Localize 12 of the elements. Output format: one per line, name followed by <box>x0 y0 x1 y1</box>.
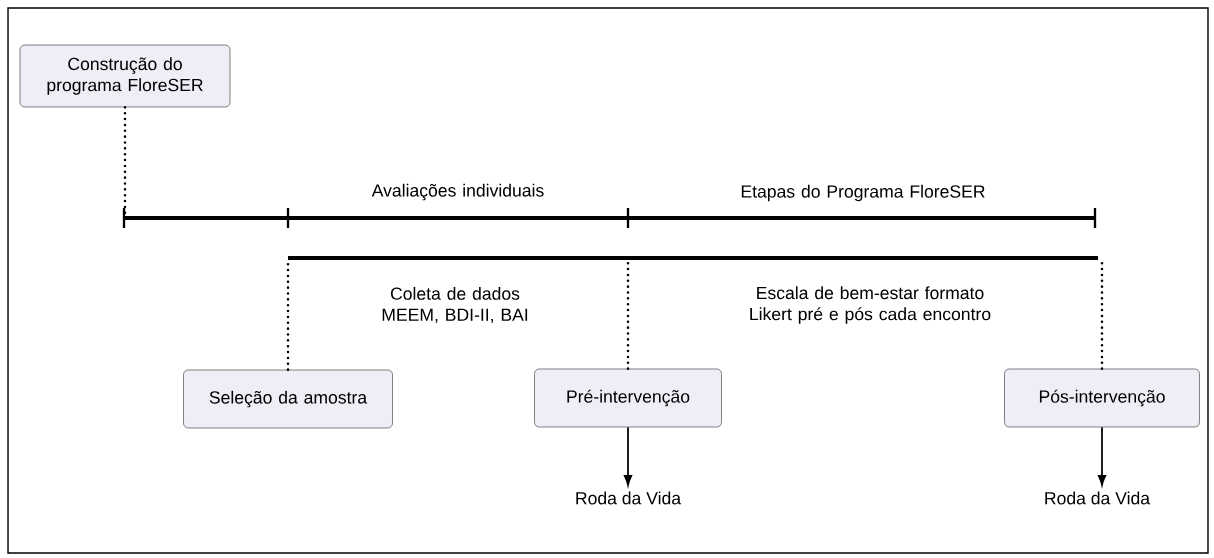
outcome-text: Roda da Vida <box>1045 491 1151 505</box>
process-box: Seleção da amostra <box>183 369 393 429</box>
timeline-bar <box>288 256 1098 260</box>
process-box: Pré-intervenção <box>534 368 722 428</box>
arrow <box>1097 426 1107 486</box>
timeline-bar <box>122 208 1097 228</box>
outcome-text: Roda da Vida <box>576 491 682 505</box>
phase-label: Coleta de dados MEEM, BDI-II, BAI <box>382 286 528 323</box>
process-box: Pós-intervenção <box>1004 368 1200 428</box>
process-box: Construção do programa FloreSER <box>19 44 231 108</box>
arrow <box>623 426 633 486</box>
phase-label: Escala de bem-estar formato Likert pré e pós cada encontro <box>750 286 991 324</box>
